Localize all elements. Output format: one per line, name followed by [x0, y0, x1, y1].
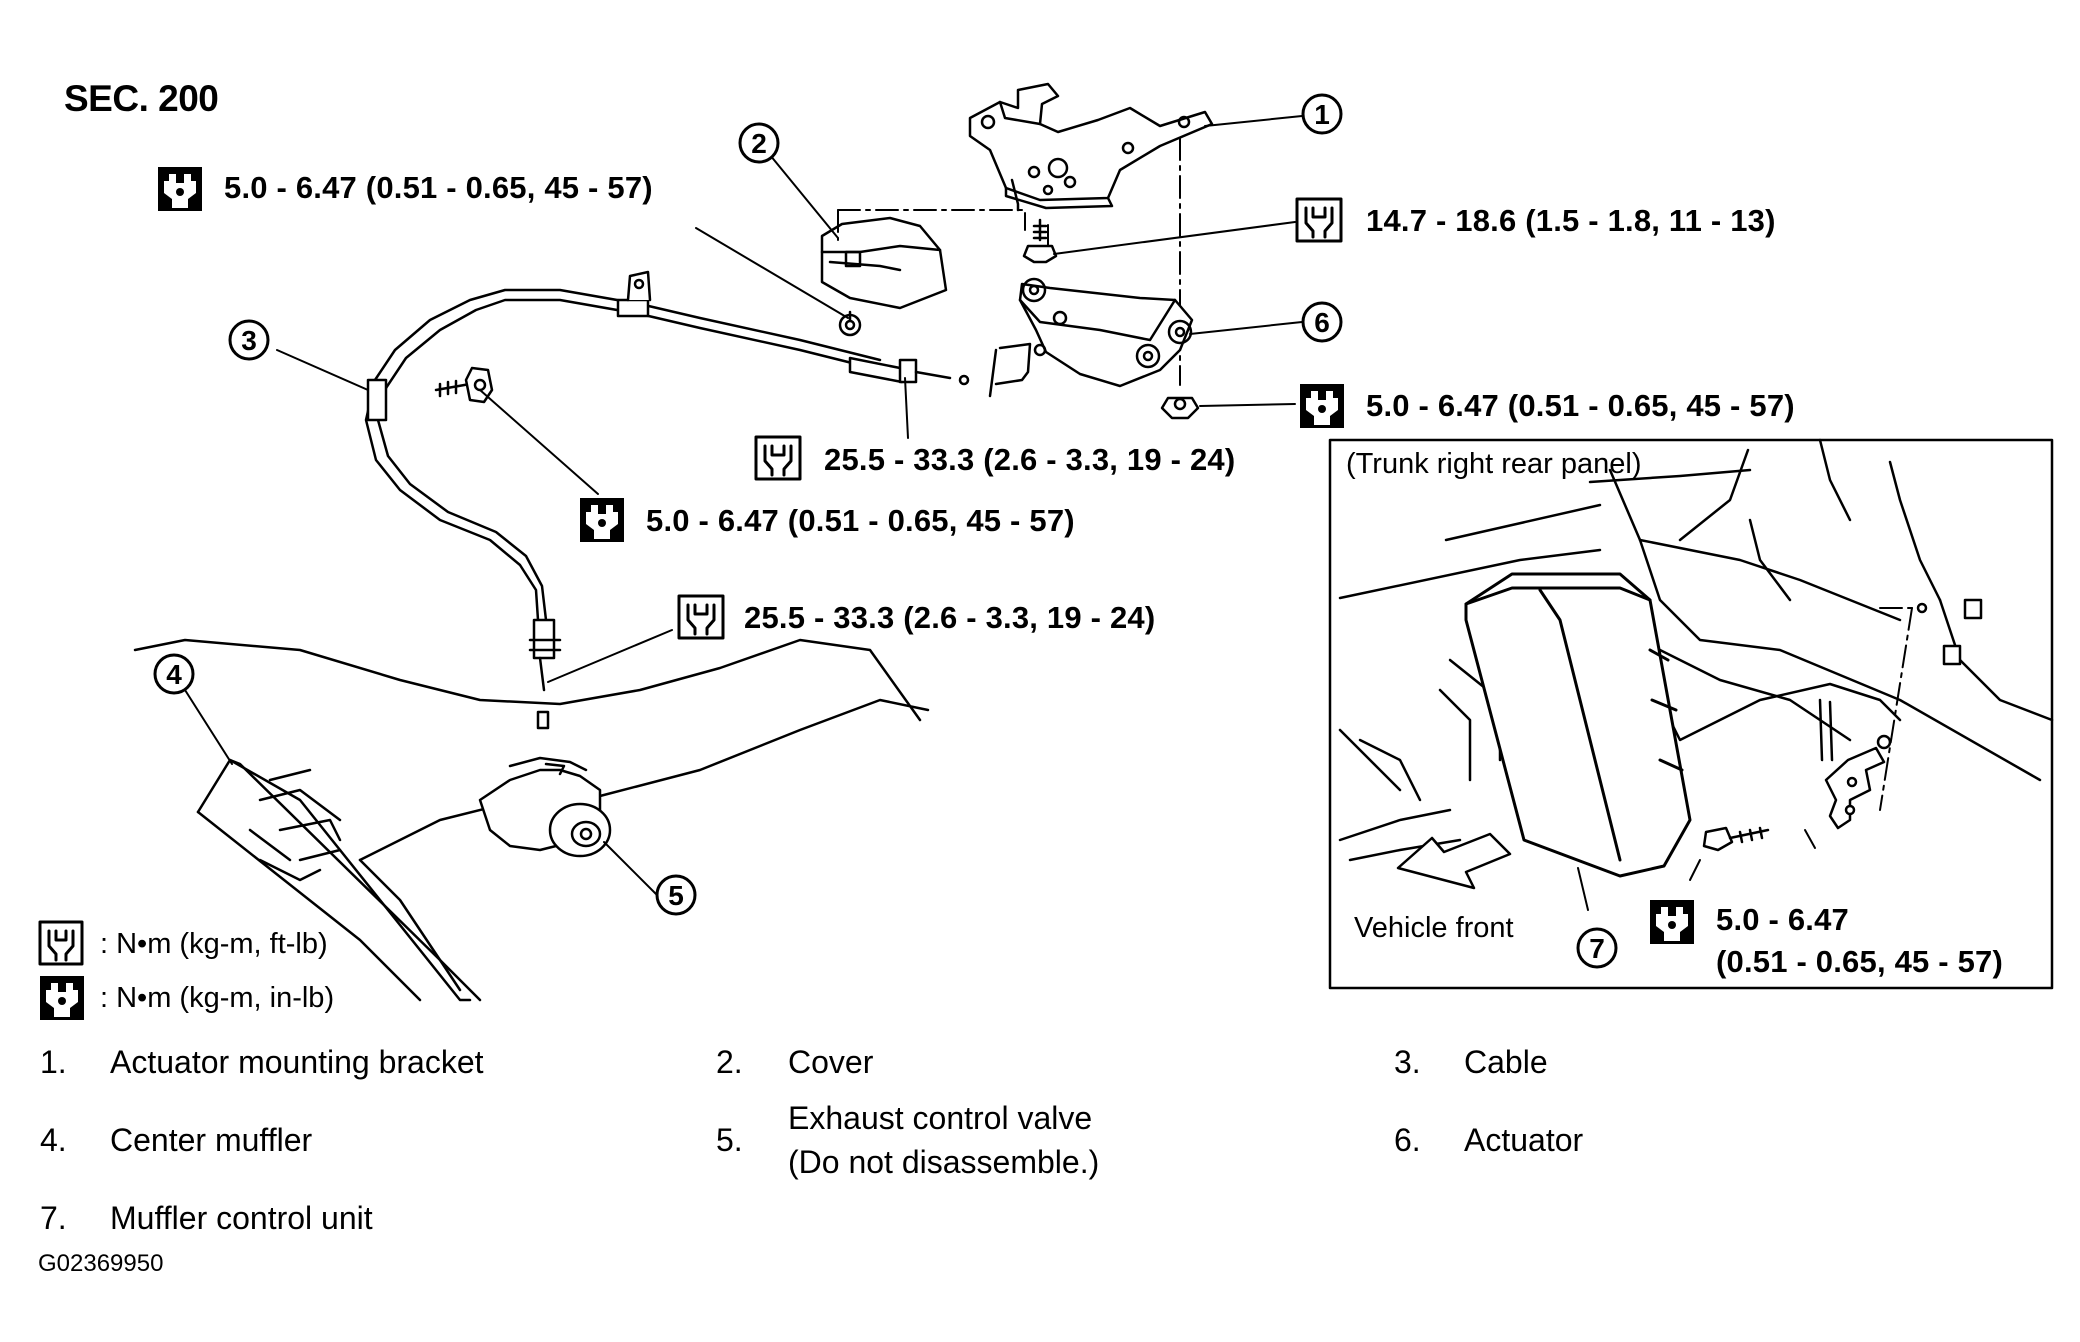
open-wrench-torque-icon: [1295, 197, 1343, 243]
actuator-nut: [1160, 396, 1200, 420]
callout-5: [655, 874, 697, 916]
figure-id: G02369950: [38, 1250, 164, 1277]
callout-number: 6: [1314, 307, 1330, 338]
callout-3: [228, 319, 270, 361]
muffler-control-unit-inset: [1464, 572, 1692, 878]
inset-bracket: [1702, 598, 1983, 852]
cover: [820, 216, 948, 337]
units-legend-in-lb: : N•m (kg-m, in-lb): [100, 982, 335, 1014]
list-item-name: Exhaust control valve: [788, 1100, 1093, 1136]
cable-bolt: [434, 366, 494, 404]
actuator: [988, 277, 1194, 398]
torque-spec: 25.5 - 33.3 (2.6 - 3.3, 19 - 24): [824, 442, 1236, 477]
callout-number: 1: [1314, 99, 1330, 130]
vehicle-front-arrow: [1396, 832, 1512, 890]
filled-wrench-torque-icon: [1300, 384, 1344, 428]
list-item-note: (Do not disassemble.): [788, 1144, 1100, 1180]
exhaust-control-valve: [478, 756, 612, 858]
filled-wrench-torque-icon: [580, 498, 624, 542]
list-item-name: Muffler control unit: [110, 1200, 373, 1236]
list-item-number: 3.: [1394, 1044, 1421, 1080]
torque-spec: 5.0 - 6.47 (0.51 - 0.65, 45 - 57): [1366, 388, 1795, 423]
torque-spec: 5.0 - 6.47 (0.51 - 0.65, 45 - 57): [224, 170, 653, 205]
open-wrench-torque-icon: [677, 594, 725, 640]
actuator-mounting-bracket: [968, 82, 1214, 212]
list-item-name: Center muffler: [110, 1122, 313, 1158]
inset-torque-line1: 5.0 - 6.47: [1716, 902, 1849, 937]
filled-wrench-torque-icon: [158, 167, 202, 211]
section-label: SEC. 200: [64, 78, 219, 119]
leader-lines: [184, 115, 1589, 911]
list-item-number: 2.: [716, 1044, 743, 1080]
callout-6: [1301, 301, 1343, 343]
callout-1: [1301, 93, 1343, 135]
callout-2: [738, 122, 780, 164]
open-wrench-torque-icon: [754, 435, 802, 481]
list-item-number: 1.: [40, 1044, 67, 1080]
list-item-number: 4.: [40, 1122, 67, 1158]
units-legend-ft-lb: : N•m (kg-m, ft-lb): [100, 928, 328, 960]
bracket-bolt: [1022, 218, 1058, 264]
inset-torque-line2: (0.51 - 0.65, 45 - 57): [1716, 944, 2004, 979]
inset-trunk-panel: [1328, 438, 2054, 990]
open-wrench-torque-icon: [38, 920, 84, 966]
list-item-name: Cable: [1464, 1044, 1548, 1080]
torque-spec: 14.7 - 18.6 (1.5 - 1.8, 11 - 13): [1366, 203, 1776, 238]
torque-icons: [38, 167, 1694, 1020]
callout-number: 5: [668, 880, 684, 911]
callout-4: [153, 653, 195, 695]
callout-number: 3: [241, 325, 257, 356]
list-item-number: 7.: [40, 1200, 67, 1236]
alignment-lines: [837, 137, 1913, 849]
torque-spec: 25.5 - 33.3 (2.6 - 3.3, 19 - 24): [744, 600, 1156, 635]
center-muffler: [133, 638, 930, 1002]
list-item-name: Actuator: [1464, 1122, 1584, 1158]
cable: [364, 270, 970, 730]
callout-number: 7: [1589, 933, 1605, 964]
callout-numbers: 1 2 3 4 5 6 7: [166, 99, 1605, 964]
list-item-name: Cover: [788, 1044, 874, 1080]
list-item-number: 6.: [1394, 1122, 1421, 1158]
list-item-number: 5.: [716, 1122, 743, 1158]
callout-number: 4: [166, 659, 182, 690]
callout-7: [1576, 927, 1618, 969]
callout-circles: [153, 93, 1618, 969]
inset-title: (Trunk right rear panel): [1346, 448, 1642, 480]
filled-wrench-torque-icon: [1650, 900, 1694, 944]
callout-number: 2: [751, 128, 767, 159]
list-item-name: Actuator mounting bracket: [110, 1044, 484, 1080]
torque-spec: 5.0 - 6.47 (0.51 - 0.65, 45 - 57): [646, 503, 1075, 538]
filled-wrench-torque-icon: [40, 976, 84, 1020]
vehicle-front-label: Vehicle front: [1354, 912, 1514, 944]
